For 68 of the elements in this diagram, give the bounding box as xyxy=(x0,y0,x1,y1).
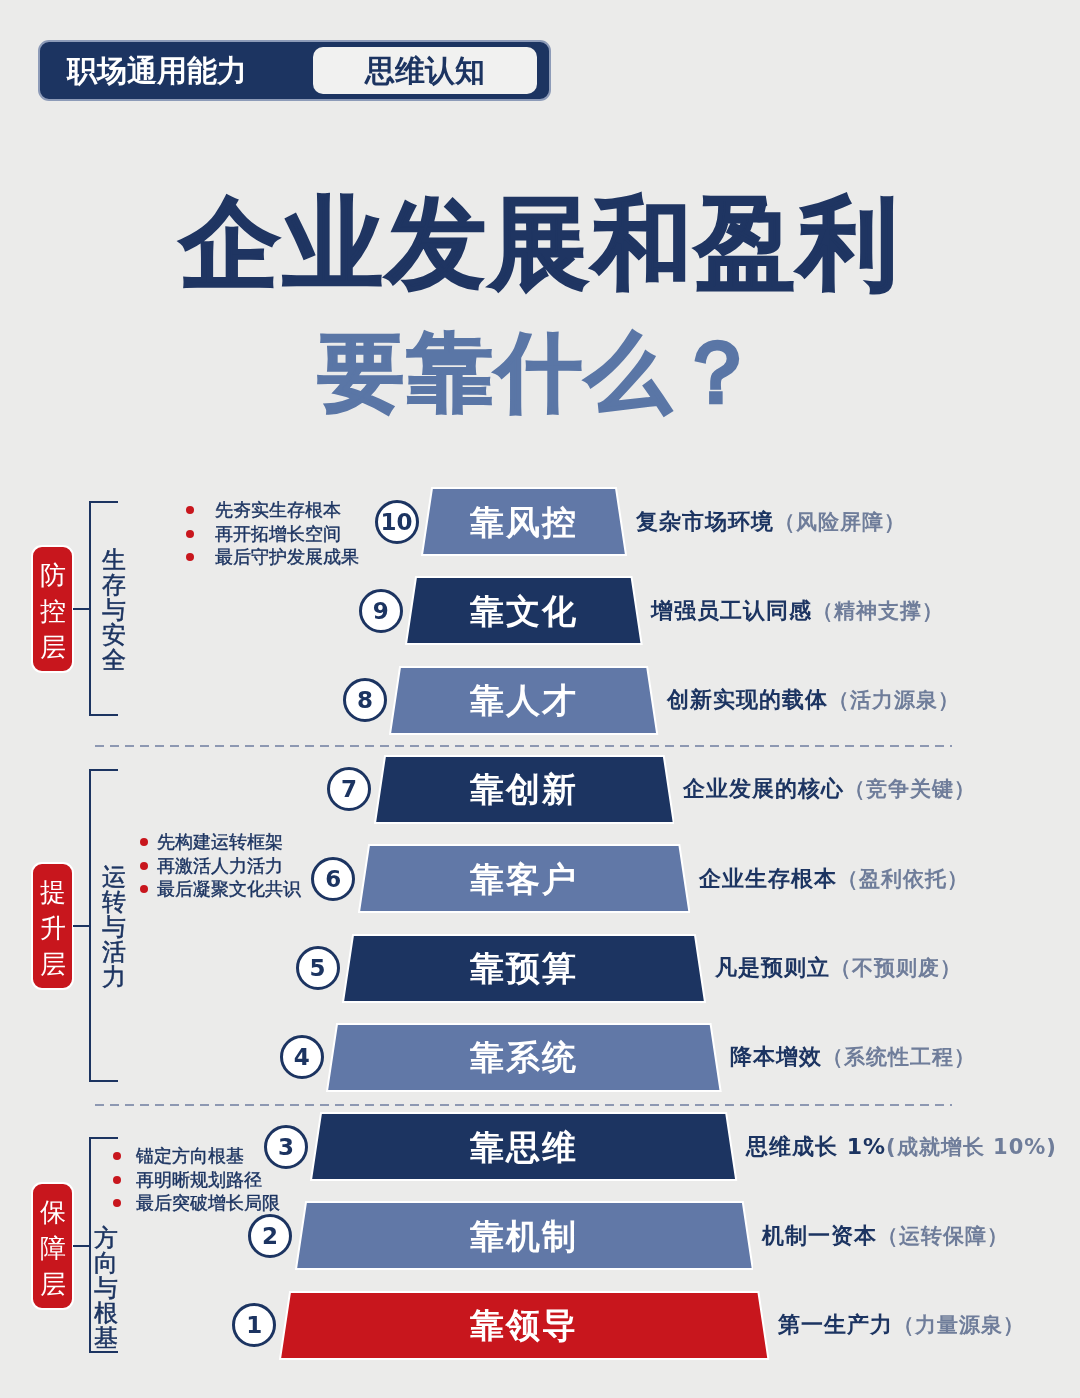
layer-badge: 提升层 xyxy=(31,862,74,990)
tier-label: 靠系统 xyxy=(470,1036,578,1080)
pyramid-tier xyxy=(389,665,659,735)
tier-note: (成就增长 10%) xyxy=(886,1134,1057,1159)
tier-note: （竞争关键） xyxy=(843,777,976,802)
number-circle: 10 xyxy=(374,499,419,544)
tier-label: 靠文化 xyxy=(470,589,578,633)
pyramid-tier xyxy=(326,1022,722,1092)
pyramid-tier xyxy=(310,1112,738,1182)
number-circle: 9 xyxy=(358,588,403,633)
tier-label: 靠创新 xyxy=(470,768,578,812)
number-circle: 7 xyxy=(327,767,372,812)
bullet-text: 先构建运转框架 xyxy=(157,830,283,854)
tier-description: 第一生产力 xyxy=(777,1312,893,1338)
number-circle: 3 xyxy=(263,1124,308,1169)
bullet-text: 最后守护发展成果 xyxy=(215,545,359,569)
tier-label: 靠风控 xyxy=(470,500,578,544)
tier-description: 降本增效 xyxy=(730,1044,823,1070)
layer-theme: 生存与安全 xyxy=(101,548,127,673)
tier-label: 靠预算 xyxy=(470,947,578,990)
tier-description: 思维成长 1% xyxy=(746,1133,887,1159)
layer-theme: 运转与活力 xyxy=(101,865,127,990)
tier-note: （风险屏障） xyxy=(773,509,906,534)
tier-note: （运转保障） xyxy=(876,1223,1009,1248)
topic-tab: 思维认知 xyxy=(313,47,537,94)
tier-description: 复杂市场环境 xyxy=(635,508,774,534)
bullet-text: 锚定方向根基 xyxy=(136,1144,244,1168)
tier-note: （不预则废） xyxy=(829,956,962,980)
pyramid-tier xyxy=(405,576,643,646)
pyramid-tier xyxy=(373,754,675,824)
pyramid-tier xyxy=(421,487,627,556)
number-circle: 6 xyxy=(311,856,356,901)
tier-description: 增强员工认同感 xyxy=(651,597,813,623)
bullet-text: 再明晰规划路径 xyxy=(136,1167,262,1192)
number-circle: 2 xyxy=(248,1213,293,1258)
number-circle: 1 xyxy=(232,1303,277,1348)
pyramid-tier xyxy=(294,1201,754,1271)
bullet-text: 最后突破增长局限 xyxy=(136,1191,280,1215)
tier-description: 企业生存根本 xyxy=(698,865,837,891)
number-circle: 8 xyxy=(342,678,387,723)
pyramid-tier xyxy=(342,933,706,1003)
tier-note: （系统性工程） xyxy=(822,1045,977,1070)
tier-label: 靠领导 xyxy=(470,1304,578,1348)
tier-label: 靠人才 xyxy=(470,679,578,723)
tier-note: （精神支撑） xyxy=(812,598,945,623)
tier-note: （活力源泉） xyxy=(828,688,961,713)
title: 企业发展和盈利要靠什么？ xyxy=(178,184,902,424)
pyramid-tier xyxy=(357,844,691,914)
tier-label: 靠思维 xyxy=(470,1125,578,1169)
tier-note: （力量源泉） xyxy=(892,1313,1025,1338)
category-label: 职场通用能力 xyxy=(67,52,247,90)
bullet-text: 再激活人力活力 xyxy=(157,853,283,878)
bullet-text: 先夯实生存根本 xyxy=(215,498,341,522)
bullet-text: 最后凝聚文化共识 xyxy=(157,877,301,901)
pyramid-tier xyxy=(278,1290,770,1360)
tier-label: 靠机制 xyxy=(470,1214,578,1258)
tier-description: 创新实现的载体 xyxy=(667,687,829,713)
number-circle: 5 xyxy=(295,946,340,990)
layer-badge: 防控层 xyxy=(31,545,74,673)
tier-description: 凡是预则立 xyxy=(714,955,830,980)
tier-label: 靠客户 xyxy=(470,857,578,901)
layer-badge: 保障层 xyxy=(31,1182,74,1310)
tier-note: （盈利依托） xyxy=(836,866,969,891)
tier-description: 企业发展的核心 xyxy=(682,776,844,802)
bullet-text: 再开拓增长空间 xyxy=(215,521,341,546)
number-circle: 4 xyxy=(279,1035,324,1080)
tier-description: 机制一资本 xyxy=(761,1222,877,1248)
layer-theme: 方向与根基 xyxy=(93,1226,119,1351)
